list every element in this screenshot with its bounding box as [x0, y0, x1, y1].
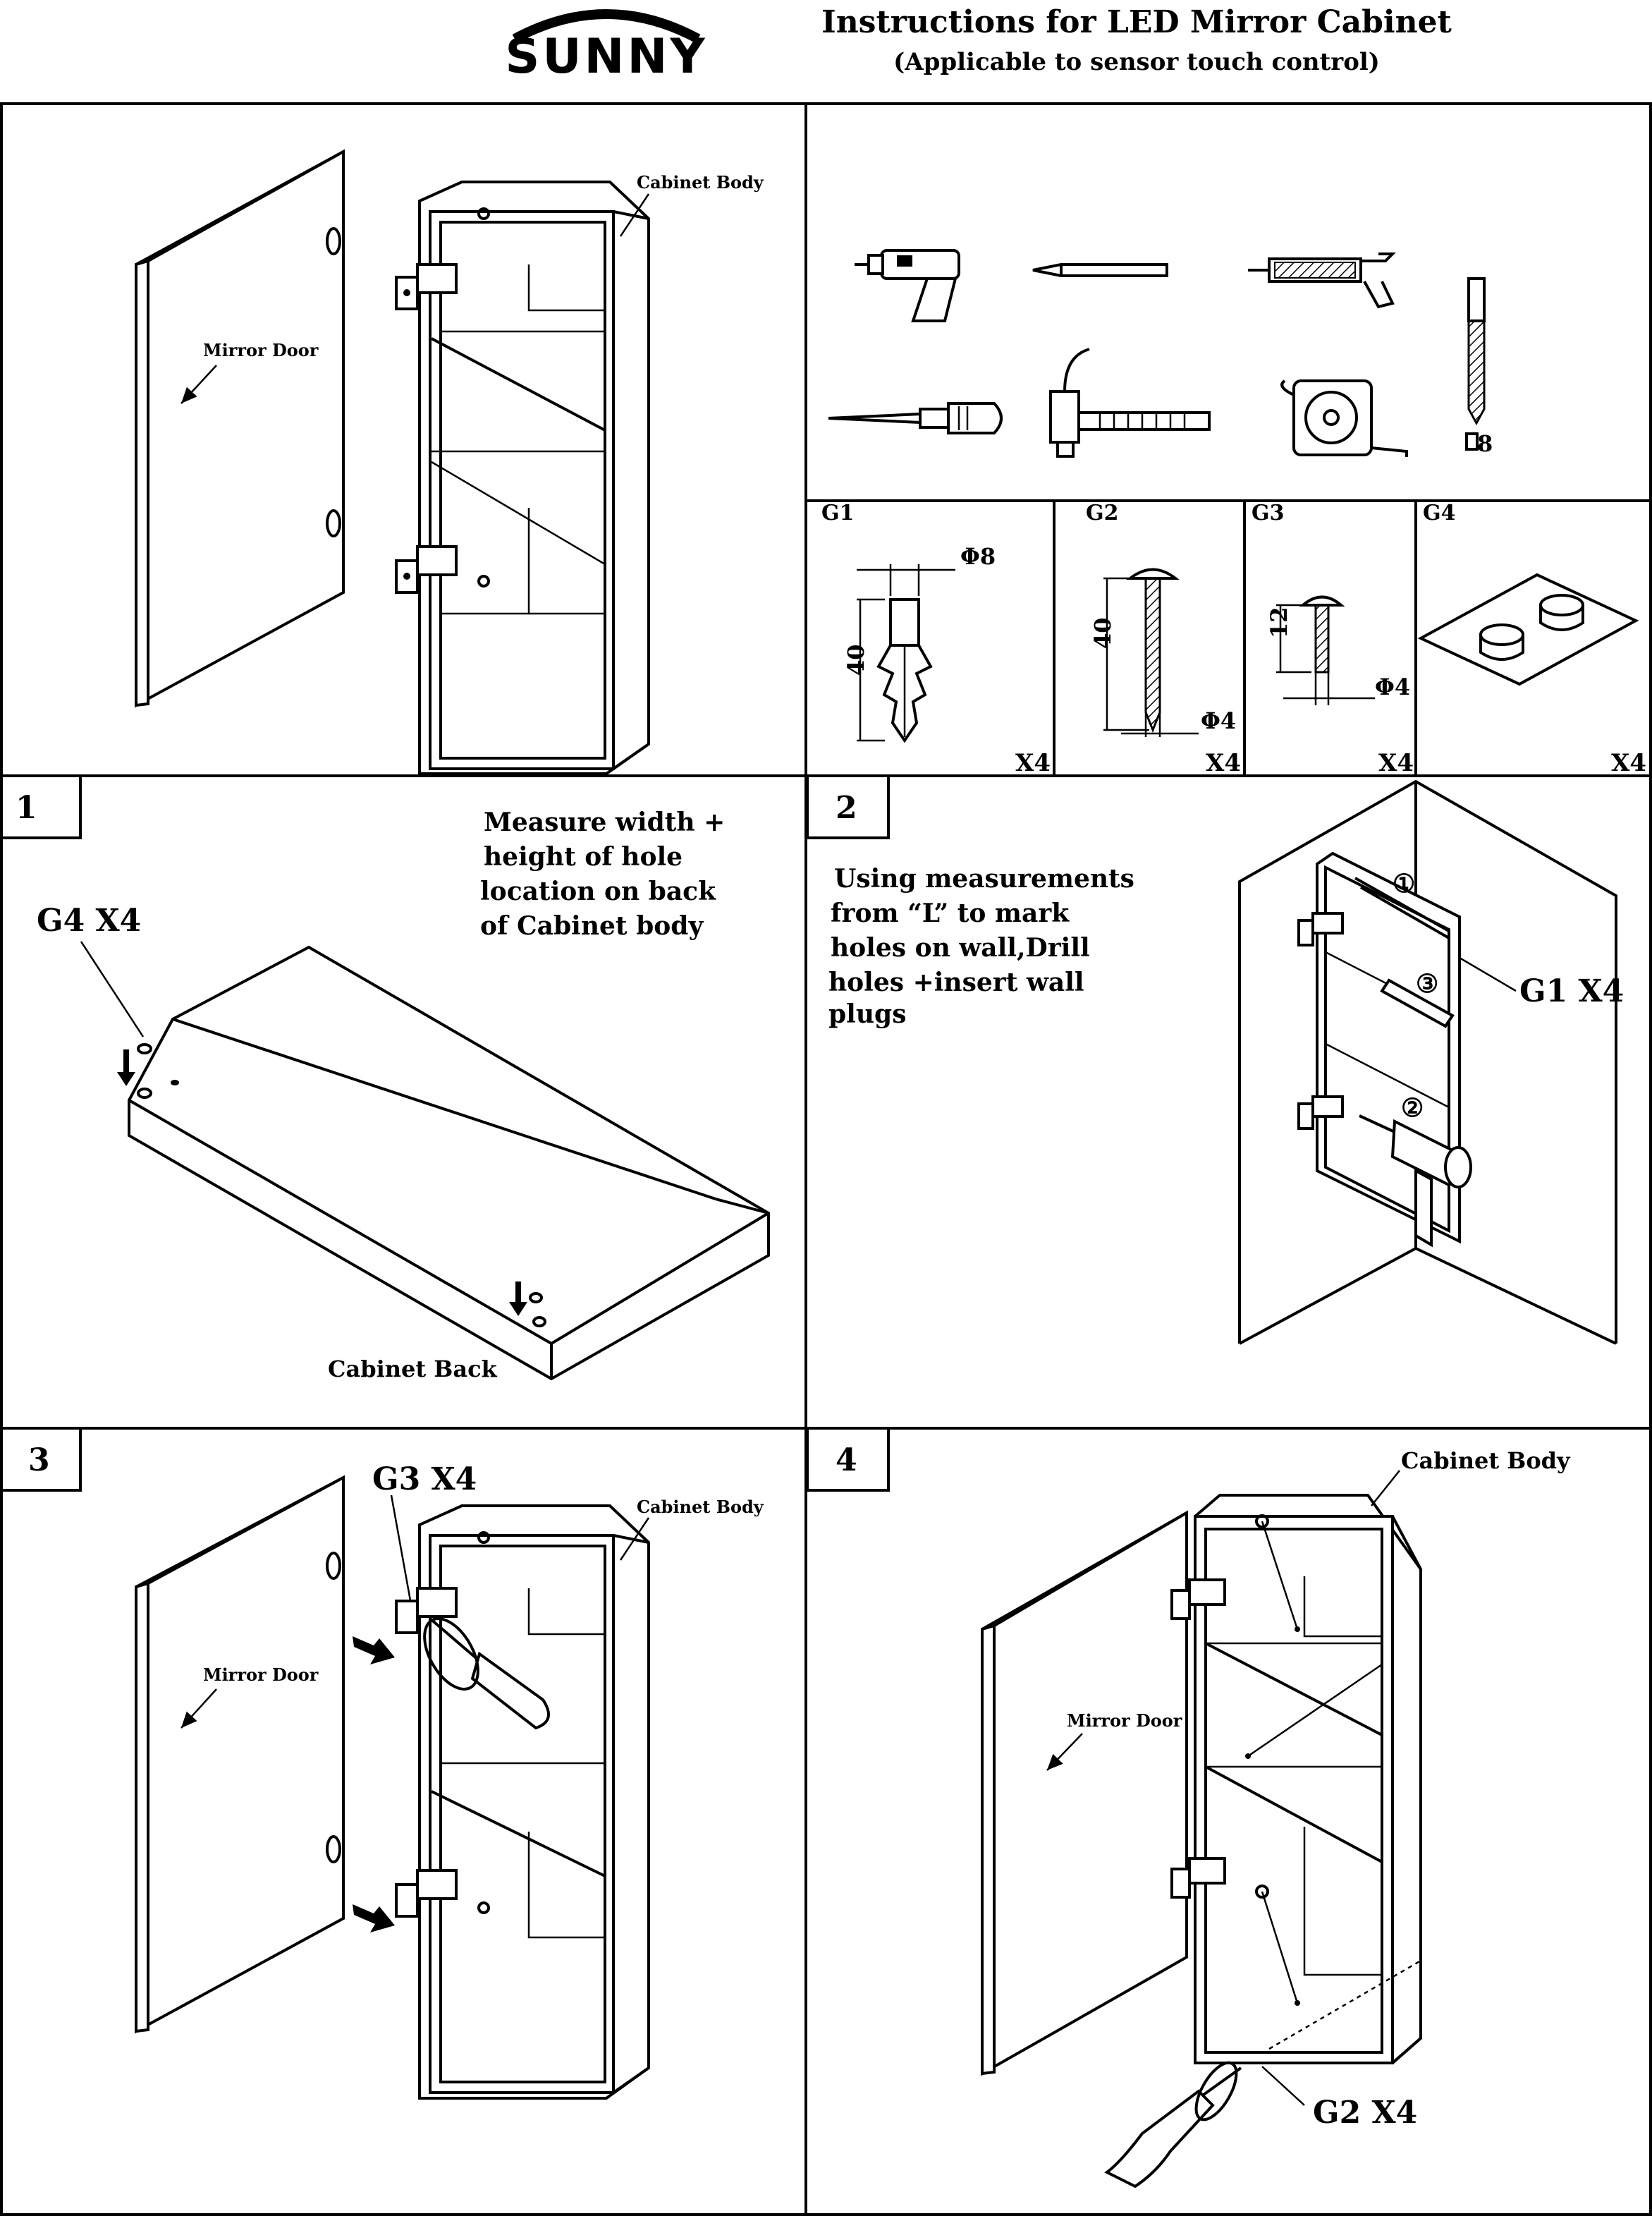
brand-logo: SUNNY [505, 9, 707, 85]
part-qty: X4 [1611, 749, 1646, 777]
hinge-icon [1170, 1857, 1226, 1899]
part-dim-diameter: Φ8 [960, 543, 996, 570]
pencil-icon [1032, 263, 1168, 277]
cabinet-body-label: Cabinet Body [637, 1497, 764, 1517]
step-marker: ③ [1416, 969, 1438, 999]
part-qty: X4 [1206, 749, 1241, 777]
step-marker: ① [1393, 869, 1415, 899]
part-qty: X4 [1015, 749, 1051, 777]
mirror-door-label: Mirror Door [1067, 1710, 1182, 1731]
part-id: G1 [821, 501, 855, 525]
step-callout: G1 X4 [1519, 973, 1624, 1009]
overview-diagram: Cabinet Body Mirror Door [135, 149, 764, 775]
pencil-icon [1354, 877, 1450, 939]
step-3: 3 G3 X4 [0, 1427, 764, 2100]
caulk-gun-icon [1248, 252, 1396, 309]
step-callout: G2 X4 [1313, 2095, 1417, 2131]
hinge-icon [1297, 1095, 1344, 1130]
part-g1: G1 Φ8 40 X4 [821, 501, 1051, 777]
step-callout: G3 X4 [372, 1461, 477, 1497]
step-1: 1 Measure width + height of hole locatio… [0, 774, 770, 1382]
part-id: G3 [1252, 501, 1285, 525]
part-dim-length: 12 [1266, 607, 1292, 638]
tape-measure-icon [1280, 379, 1408, 457]
cabinet-body-label: Cabinet Body [1401, 1447, 1571, 1474]
step-callout: G4 X4 [37, 903, 141, 939]
step-marker: ② [1401, 1093, 1424, 1123]
page-subtitle: (Applicable to sensor touch control) [893, 48, 1380, 76]
screwdriver-icon [423, 1617, 550, 1730]
part-dim-diameter: Φ4 [1375, 674, 1410, 700]
part-qty: X4 [1378, 749, 1414, 777]
part-dim-diameter: Φ4 [1201, 707, 1236, 734]
step-number: 2 [836, 790, 857, 826]
hammer-icon [1049, 348, 1211, 458]
step-4: 4 [806, 1427, 1571, 2188]
part-id: G2 [1086, 501, 1119, 525]
step-number: 4 [836, 1442, 857, 1478]
svg-text:from “L” to mark: from “L” to mark [831, 899, 1070, 928]
mirror-door-label: Mirror Door [203, 1664, 319, 1685]
part-g4: G4 X4 [1417, 501, 1646, 777]
hinge-icon [1170, 1578, 1226, 1620]
brand-name: SUNNY [505, 29, 707, 85]
step-number: 1 [16, 790, 37, 826]
svg-text:Using measurements: Using measurements [834, 864, 1134, 894]
part-dim-length: 40 [1089, 617, 1116, 649]
screwdriver-icon [1104, 2061, 1242, 2188]
step-2: 2 Using measurements from “L” to mark ho… [806, 774, 1624, 1345]
step-instructions: Using measurements from “L” to mark hole… [828, 864, 1134, 1029]
cabinet-body-label: Cabinet Body [637, 172, 764, 193]
svg-text:of Cabinet body: of Cabinet body [480, 911, 704, 941]
hinge-icon [395, 1587, 458, 1634]
hinge-icon [395, 263, 458, 310]
screwdriver-icon [828, 402, 1003, 434]
svg-text:height of hole: height of hole [484, 842, 683, 872]
part-dim-length: 40 [843, 644, 869, 676]
page-title: Instructions for LED Mirror Cabinet [821, 4, 1452, 40]
drill-bit-icon: 8 [1465, 277, 1493, 457]
svg-text:Measure width +: Measure width + [484, 808, 725, 837]
tools-panel: 8 [828, 249, 1493, 458]
svg-text:plugs: plugs [828, 999, 906, 1029]
drill-bit-size: 8 [1477, 430, 1493, 457]
hinge-icon [395, 1869, 458, 1918]
part-id: G4 [1423, 501, 1456, 525]
step-number: 3 [28, 1442, 50, 1478]
drill-icon [1359, 1114, 1472, 1248]
hinge-icon [1297, 912, 1344, 946]
svg-text:holes on wall,Drill: holes on wall,Drill [831, 933, 1090, 963]
svg-text:location on back: location on back [480, 877, 716, 906]
cabinet-back-label: Cabinet Back [328, 1356, 498, 1382]
step-instructions: Measure width + height of hole location … [480, 808, 725, 941]
hinge-icon [395, 545, 458, 594]
drill-icon [855, 249, 960, 322]
svg-text:holes +insert wall: holes +insert wall [828, 968, 1084, 997]
part-g2: G2 Φ4 40 X4 [1086, 501, 1241, 777]
part-g3: G3 Φ4 12 X4 [1252, 501, 1414, 777]
mirror-door-label: Mirror Door [203, 340, 319, 360]
